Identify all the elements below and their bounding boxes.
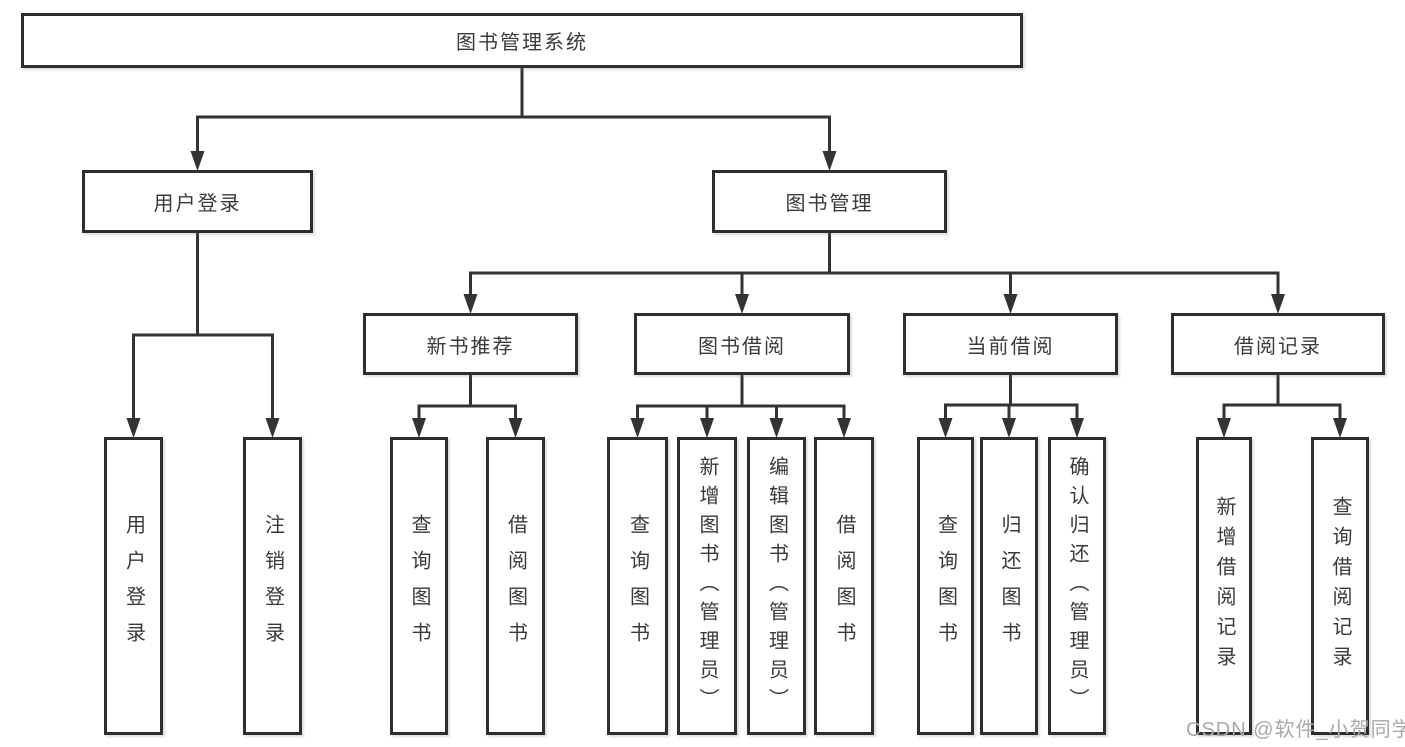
node-label: 新增借阅记录 xyxy=(1213,496,1235,676)
node-label: 归还图书 xyxy=(998,514,1020,658)
node-current-borrow: 当前借阅 xyxy=(903,313,1118,375)
node-label: 查询图书 xyxy=(934,514,957,658)
node-leaf-cb-query: 查询图书 xyxy=(917,437,974,735)
node-label: 图书管理系统 xyxy=(456,32,588,54)
node-leaf-nbr-query: 查询图书 xyxy=(390,437,448,735)
node-leaf-br-add: 新增借阅记录 xyxy=(1196,437,1252,735)
node-label: 查询图书 xyxy=(408,514,430,658)
node-new-book-rec: 新书推荐 xyxy=(363,313,578,375)
node-leaf-logout: 注销登录 xyxy=(243,437,302,735)
node-label: 用户登录 xyxy=(153,193,242,215)
node-leaf-bb-add: 新增图书（管理员） xyxy=(677,437,737,735)
node-label: 新书推荐 xyxy=(426,335,515,358)
node-label: 借阅图书 xyxy=(833,514,855,658)
node-leaf-bb-borrow: 借阅图书 xyxy=(814,437,874,735)
node-label: 用户登录 xyxy=(122,514,145,658)
watermark: CSDN @软件_小贺同学 xyxy=(1186,719,1405,741)
node-leaf-br-query: 查询借阅记录 xyxy=(1311,437,1369,735)
node-label: 查询借阅记录 xyxy=(1329,496,1351,676)
node-leaf-cb-return: 归还图书 xyxy=(980,437,1038,735)
node-leaf-user-login: 用户登录 xyxy=(104,437,163,735)
node-leaf-cb-confirm: 确认归还（管理员） xyxy=(1048,437,1106,735)
node-book-borrow: 图书借阅 xyxy=(634,313,850,375)
node-leaf-bb-query: 查询图书 xyxy=(607,437,668,735)
node-label: 借阅图书 xyxy=(504,514,527,658)
node-book-mgmt: 图书管理 xyxy=(712,170,947,233)
node-label: 注销登录 xyxy=(261,514,284,658)
node-leaf-bb-edit: 编辑图书（管理员） xyxy=(747,437,806,735)
node-borrow-record: 借阅记录 xyxy=(1171,313,1385,375)
node-label: 编辑图书（管理员） xyxy=(765,455,788,717)
node-label: 新增图书（管理员） xyxy=(696,455,718,717)
node-label: 图书借阅 xyxy=(698,335,786,358)
node-label: 确认归还（管理员） xyxy=(1066,455,1088,717)
node-label: 当前借阅 xyxy=(966,335,1055,358)
node-label: 查询图书 xyxy=(626,514,649,658)
node-label: 图书管理 xyxy=(785,193,874,215)
node-leaf-nbr-borrow: 借阅图书 xyxy=(486,437,545,735)
node-user-login: 用户登录 xyxy=(82,170,313,233)
node-label: 借阅记录 xyxy=(1234,335,1322,358)
node-root: 图书管理系统 xyxy=(21,13,1023,68)
